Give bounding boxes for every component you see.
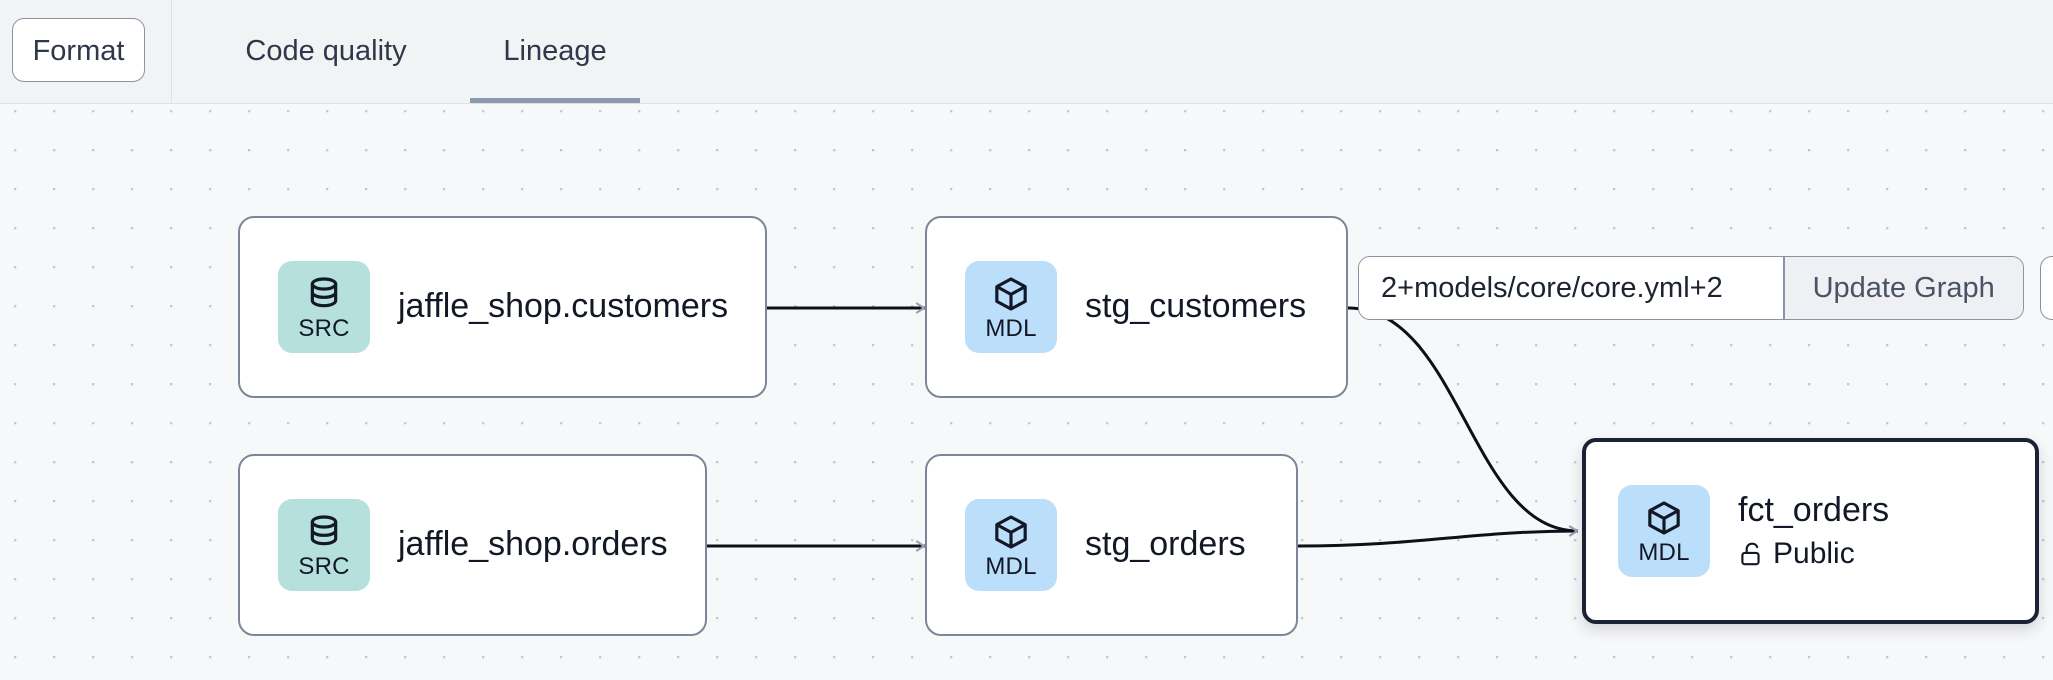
model-badge: MDL bbox=[965, 499, 1057, 591]
lineage-node-stg-orders[interactable]: MDL stg_orders bbox=[925, 454, 1298, 636]
tab-lineage[interactable]: Lineage bbox=[470, 0, 640, 103]
node-access-label: Public bbox=[1773, 536, 1855, 570]
node-body: stg_customers bbox=[1085, 287, 1306, 326]
node-title: fct_orders bbox=[1738, 491, 1890, 530]
format-button[interactable]: Format bbox=[12, 18, 145, 82]
graph-selector-bar: Update Graph bbox=[1358, 256, 2024, 320]
database-icon bbox=[310, 514, 338, 545]
update-graph-button[interactable]: Update Graph bbox=[1784, 257, 2023, 319]
edge-stg-orders-fct-orders bbox=[1297, 525, 1579, 548]
source-badge-label: SRC bbox=[298, 314, 350, 342]
node-access-badge: Public bbox=[1738, 537, 1889, 571]
graph-selector-input[interactable] bbox=[1359, 257, 1783, 319]
node-body: stg_orders bbox=[1085, 525, 1246, 564]
offscreen-control-partial[interactable] bbox=[2040, 256, 2053, 320]
lineage-node-jaffle-shop-customers[interactable]: SRC jaffle_shop.customers bbox=[238, 216, 767, 398]
lineage-node-jaffle-shop-orders[interactable]: SRC jaffle_shop.orders bbox=[238, 454, 707, 636]
cube-icon bbox=[995, 514, 1027, 549]
selector-divider bbox=[1783, 257, 1785, 319]
source-badge: SRC bbox=[278, 499, 370, 591]
node-title: jaffle_shop.customers bbox=[398, 287, 729, 326]
node-body: fct_orders Public bbox=[1738, 491, 1889, 570]
node-title: stg_orders bbox=[1085, 525, 1246, 564]
cube-icon bbox=[1648, 500, 1680, 535]
source-badge-label: SRC bbox=[298, 552, 350, 580]
lineage-node-stg-customers[interactable]: MDL stg_customers bbox=[925, 216, 1348, 398]
model-badge-label: MDL bbox=[985, 552, 1037, 580]
edge-stg-customers-fct-orders bbox=[1347, 306, 1579, 537]
model-badge: MDL bbox=[1618, 485, 1710, 577]
model-badge-label: MDL bbox=[985, 314, 1037, 342]
database-icon bbox=[310, 276, 338, 307]
lineage-node-fct-orders[interactable]: MDL fct_orders Public bbox=[1582, 438, 2039, 624]
node-body: jaffle_shop.orders bbox=[398, 525, 668, 564]
top-toolbar: Format Code quality Lineage bbox=[0, 0, 2053, 104]
tab-code-quality-label: Code quality bbox=[245, 35, 407, 67]
tab-lineage-label: Lineage bbox=[503, 35, 607, 67]
model-badge-label: MDL bbox=[1638, 538, 1690, 566]
cube-icon bbox=[995, 276, 1027, 311]
node-body: jaffle_shop.customers bbox=[398, 287, 728, 326]
lineage-canvas[interactable]: SRC jaffle_shop.customers MDL stg_custom… bbox=[0, 104, 2053, 680]
model-badge: MDL bbox=[965, 261, 1057, 353]
node-title: stg_customers bbox=[1085, 287, 1307, 326]
format-button-zone: Format bbox=[0, 0, 172, 103]
source-badge: SRC bbox=[278, 261, 370, 353]
node-title: jaffle_shop.orders bbox=[398, 525, 668, 564]
unlock-icon bbox=[1741, 542, 1760, 565]
tab-code-quality[interactable]: Code quality bbox=[242, 0, 410, 103]
